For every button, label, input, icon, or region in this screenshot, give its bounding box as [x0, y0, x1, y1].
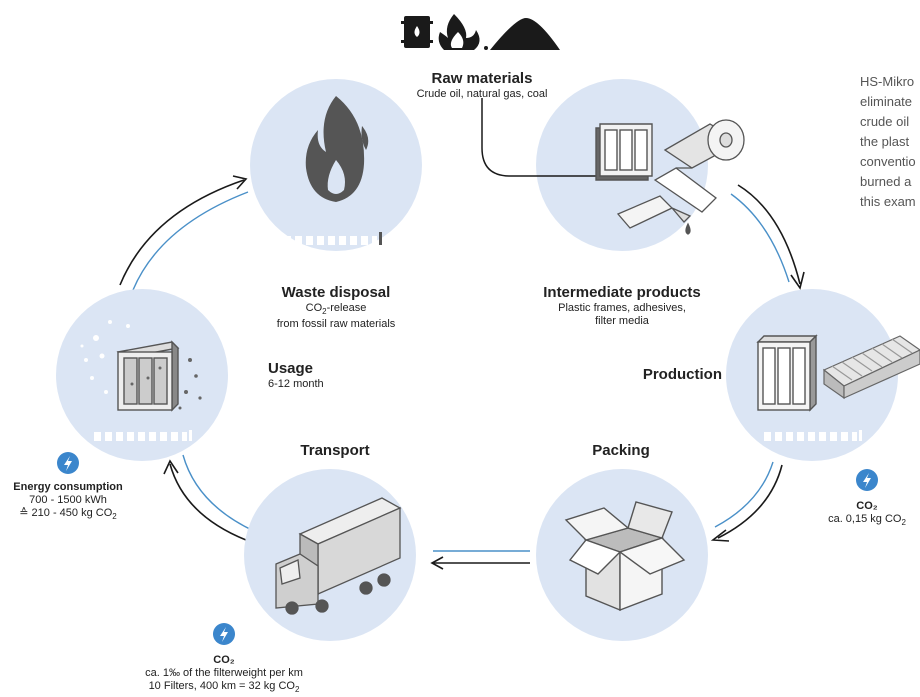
raw-materials-connector [481, 98, 602, 177]
production-label: Production [612, 366, 722, 384]
usage-label: Usage 6-12 month [268, 360, 348, 391]
co2-transport-label: CO₂ ca. 1‰ of the filterweight per km 10… [124, 654, 324, 696]
dust-dots [130, 358, 202, 410]
raw-materials-icons [401, 14, 560, 50]
arrow-transport-to-usage [169, 463, 247, 541]
waste-disposal-line1: CO2-release [305, 302, 367, 317]
particle-dots [80, 320, 130, 394]
waste-disposal-title: Waste disposal [281, 284, 391, 301]
filter-in-use-icon [116, 340, 180, 412]
production-title: Production [642, 366, 722, 383]
arrow-usage-to-waste [119, 179, 245, 286]
people-row-waste [284, 232, 382, 245]
side-note-line: the plast [860, 134, 910, 149]
intermediate-products-line1: Plastic frames, adhesives, [558, 302, 686, 314]
truck-icon [275, 497, 402, 615]
gas-flame-icon [438, 14, 480, 50]
filter-media-roll-icon [653, 119, 745, 213]
waste-disposal-line2: from fossil raw materials [276, 318, 396, 331]
people-row-usage [94, 430, 192, 441]
compact-filter-icon [822, 335, 920, 400]
co2-production-label: CO₂ ca. 0,15 kg CO2 [820, 500, 914, 529]
co2-transport-line2: 10 Filters, 400 km = 32 kg CO2 [148, 680, 300, 695]
energy-consumption-line1: 700 - 1500 kWh [29, 494, 107, 506]
energy-consumption-title: Energy consumption [13, 481, 123, 493]
bolt-icon-production [856, 469, 878, 491]
transport-title: Transport [300, 442, 370, 459]
raw-materials-subtitle: Crude oil, natural gas, coal [416, 88, 548, 100]
packing-title: Packing [592, 442, 650, 459]
intermediate-products-title: Intermediate products [543, 284, 701, 301]
packing-label: Packing [566, 442, 676, 460]
arrow-intermediate-to-production [737, 184, 801, 285]
bag-filter-icon [756, 334, 818, 412]
side-note-line: HS-Mikro [860, 74, 915, 89]
side-note-line: eliminate [860, 94, 913, 109]
side-note: HS-Mikro eliminate crude oil the plast c… [860, 72, 916, 212]
co2-production-title: CO₂ [856, 500, 878, 512]
side-note-line: crude oil [860, 114, 910, 129]
co2-transport-title: CO₂ [213, 654, 235, 666]
bolt-icon-usage [57, 452, 79, 474]
intermediate-products-label: Intermediate products Plastic frames, ad… [532, 284, 712, 328]
waste-disposal-label: Waste disposal CO2-release from fossil r… [256, 284, 416, 331]
bolt-icon-transport [213, 623, 235, 645]
coal-pile-icon [490, 18, 560, 50]
arrow-production-to-packing [717, 464, 783, 539]
energy-consumption-line2: ≙ 210 - 450 kg CO2 [19, 507, 117, 522]
cycle-arrows [119, 175, 805, 570]
side-note-line: this exam [860, 194, 916, 209]
usage-subtitle: 6-12 month [268, 378, 324, 390]
raw-materials-label: Raw materials Crude oil, natural gas, co… [392, 70, 572, 101]
energy-consumption-label: Energy consumption 700 - 1500 kWh ≙ 210 … [0, 481, 136, 523]
side-note-line: conventio [860, 154, 916, 169]
co2-production-line1: ca. 0,15 kg CO2 [828, 513, 906, 528]
filter-frame-icon [595, 123, 653, 181]
adhesive-tube-icon [616, 195, 692, 235]
raw-materials-title: Raw materials [431, 70, 533, 87]
usage-title: Usage [268, 360, 314, 377]
coal-dot [484, 46, 488, 50]
oil-barrel-icon [401, 16, 433, 48]
co2-transport-line1: ca. 1‰ of the filterweight per km [145, 667, 303, 679]
people-row-production [764, 430, 862, 441]
open-box-icon [564, 501, 686, 612]
intermediate-products-line2: filter media [595, 315, 649, 327]
flame-icon [305, 96, 369, 202]
side-note-line: burned a [860, 174, 912, 189]
transport-label: Transport [280, 442, 390, 460]
